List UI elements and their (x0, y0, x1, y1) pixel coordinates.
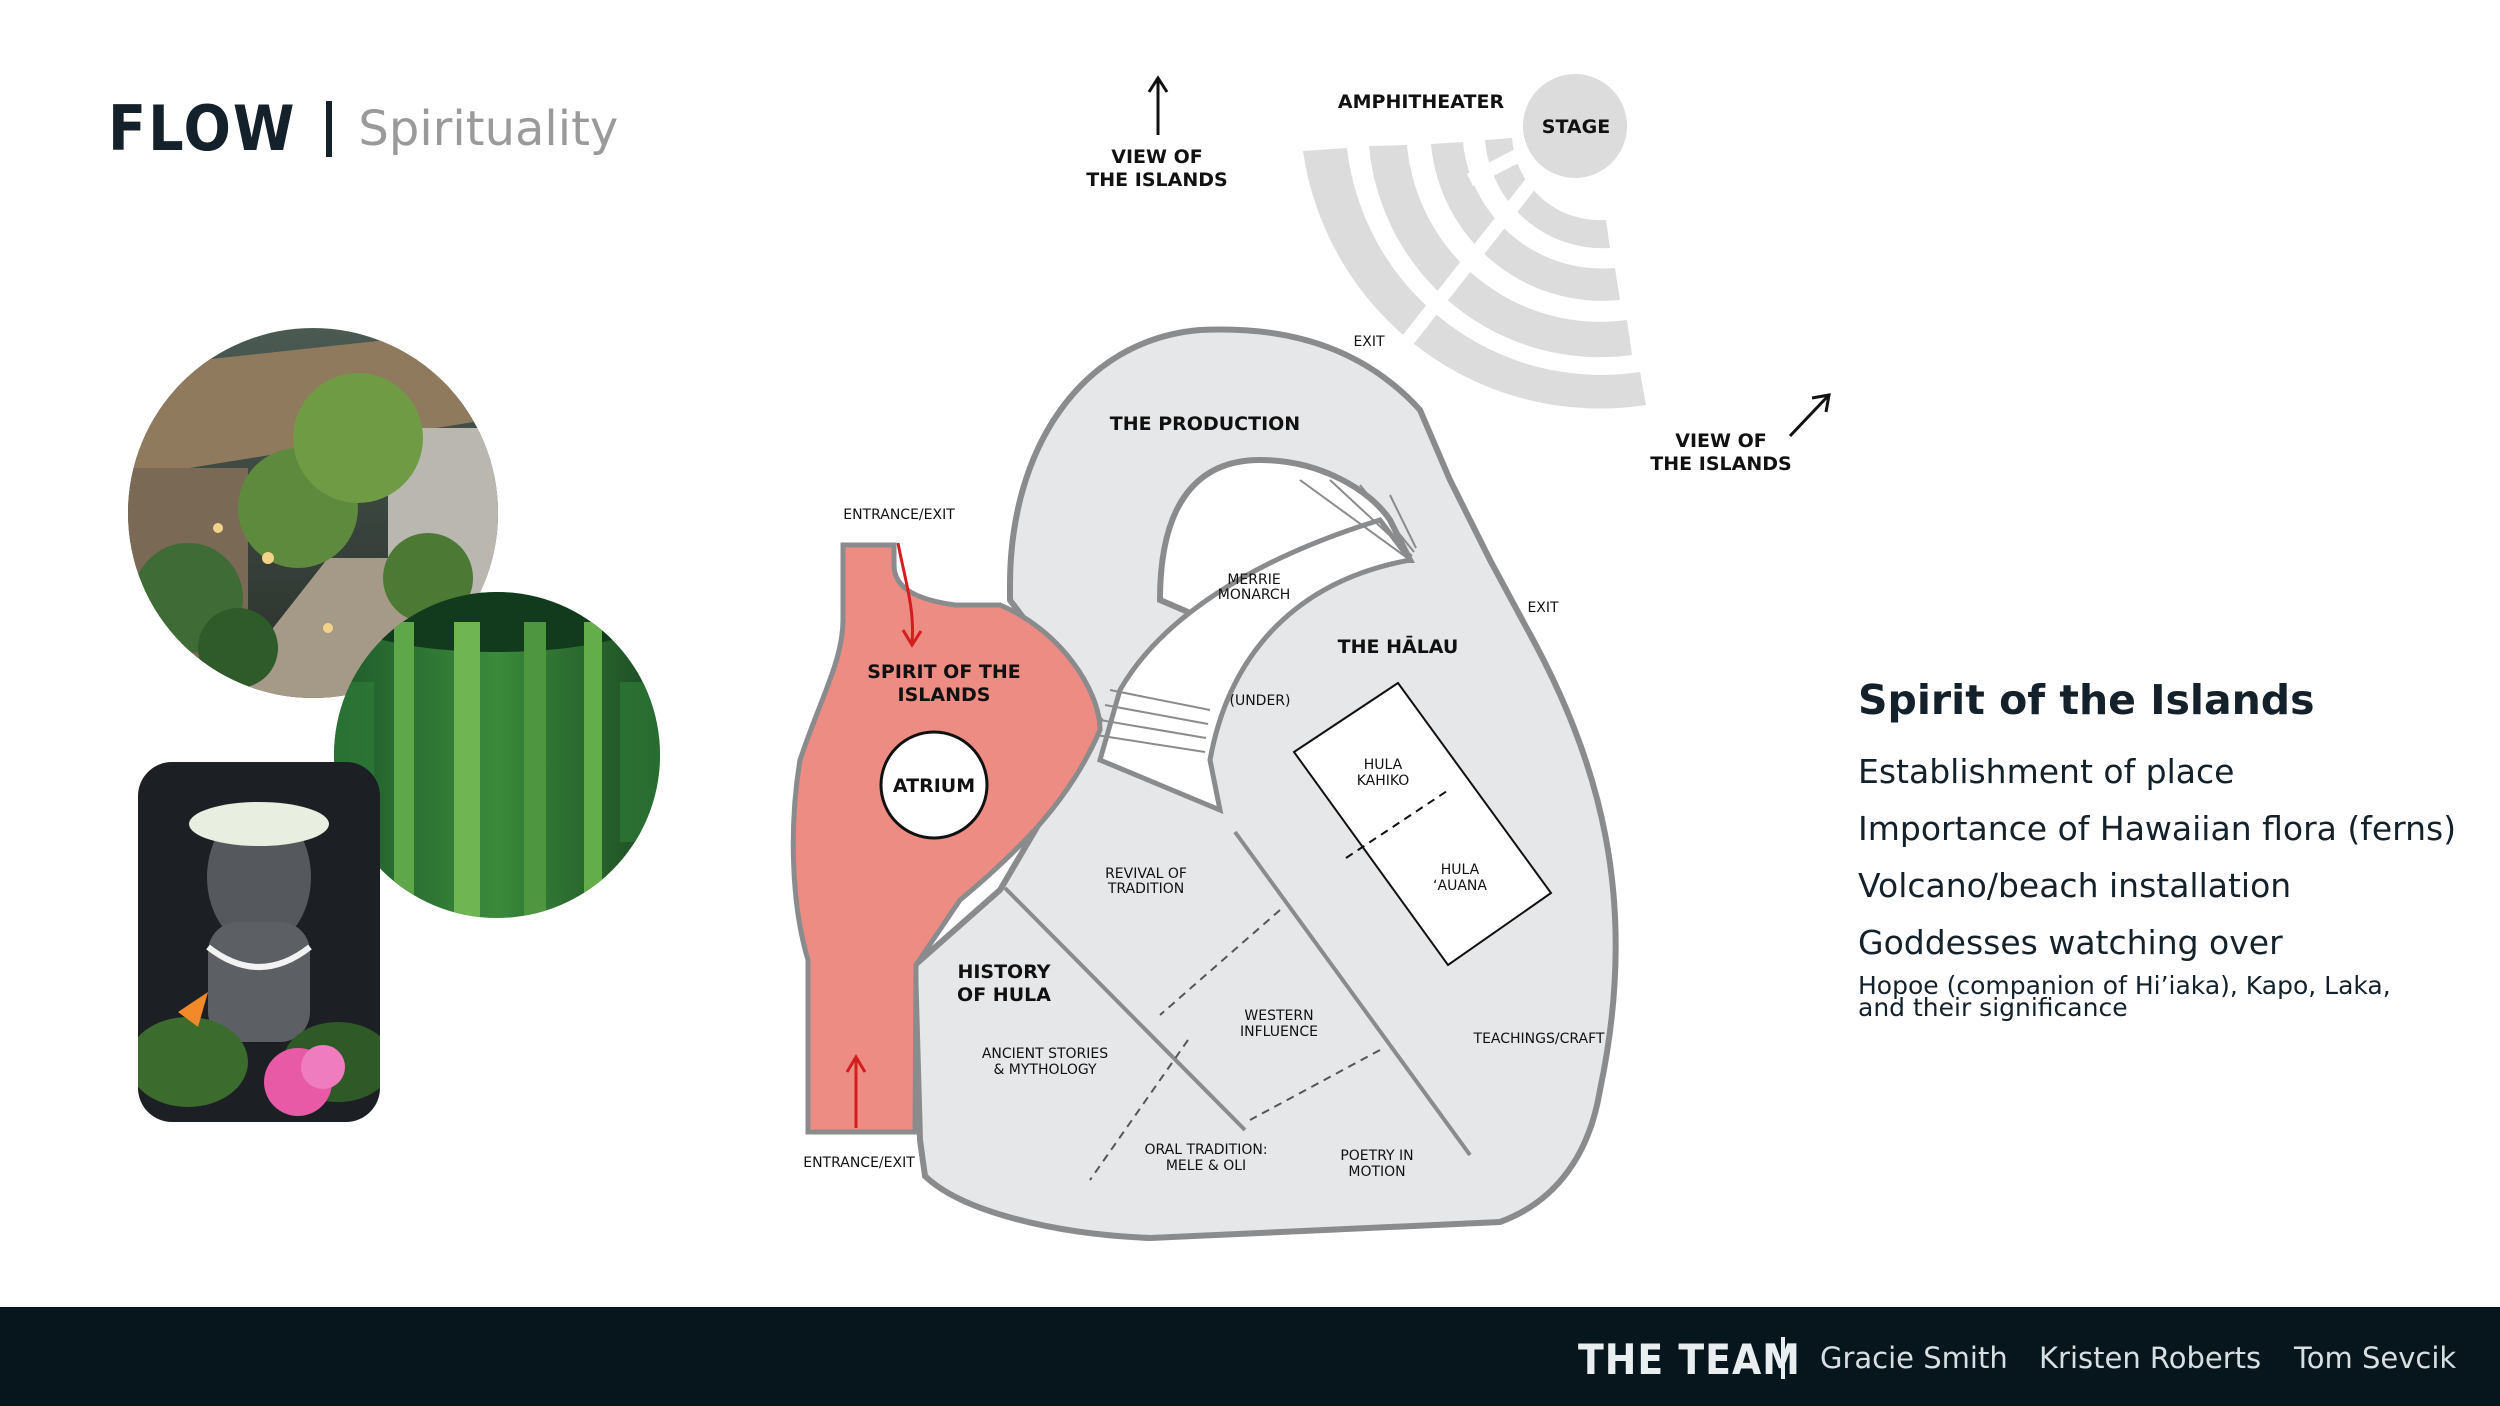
floor-plan-diagram: VIEW OF THE ISLANDS VIEW OF THE ISLANDS … (790, 74, 1831, 1242)
label-atrium: ATRIUM (893, 775, 975, 797)
footer-bar: THE TEAM Gracie Smith Kristen Roberts To… (0, 1307, 2500, 1406)
label-view-right-2: THE ISLANDS (1650, 453, 1791, 475)
label-view-top-2: THE ISLANDS (1086, 169, 1227, 191)
title-divider (326, 100, 333, 157)
team-member: Gracie Smith (1820, 1341, 2008, 1375)
flow-arrow-icon (845, 542, 923, 1128)
footer-divider (1781, 1337, 1785, 1379)
label-entrance-top: ENTRANCE/EXIT (843, 507, 955, 523)
green-wall-photo (334, 592, 660, 918)
view-arrow-icon (1147, 75, 1831, 438)
label-exit-top: EXIT (1353, 334, 1385, 350)
label-under: (UNDER) (1230, 693, 1291, 709)
label-poetry-2: MOTION (1348, 1164, 1405, 1180)
stage-circle (1523, 74, 1627, 178)
label-ancient-2: & MYTHOLOGY (993, 1062, 1097, 1078)
zone-dividers (1003, 830, 1472, 1157)
label-entrance-bottom: ENTRANCE/EXIT (803, 1155, 915, 1171)
team-member: Tom Sevcik (2294, 1341, 2457, 1375)
list-item: Goddesses watching over (1858, 923, 2283, 962)
label-oral-2: MELE & OLI (1166, 1158, 1246, 1174)
label-amphitheater: AMPHITHEATER (1338, 91, 1505, 113)
label-halau: THE HĀLAU (1338, 635, 1459, 658)
title-flow: FLOW (108, 92, 297, 165)
building-outline (911, 326, 1619, 1242)
list-item: Importance of Hawaiian flora (ferns) (1858, 809, 2457, 848)
label-history-2: OF HULA (957, 984, 1051, 1006)
label-kahiko-2: KAHIKO (1357, 773, 1410, 789)
label-poetry-1: POETRY IN (1340, 1148, 1413, 1164)
tiki-statue-photo (138, 762, 380, 1122)
footer-team-label: THE TEAM (1578, 1335, 1801, 1384)
label-view-right-1: VIEW OF (1675, 430, 1766, 452)
label-western-1: WESTERN (1244, 1008, 1313, 1024)
label-auana-2: ʻAUANA (1433, 878, 1487, 894)
label-auana-1: HULA (1441, 862, 1480, 878)
goddess-detail-1: Hopoe (companion of Hi’iaka), Kapo, Laka… (1858, 971, 2391, 1000)
atrium-circle (879, 730, 989, 840)
label-spirit-1: SPIRIT OF THE (867, 661, 1021, 683)
label-merrie-1: MERRIE (1227, 572, 1280, 588)
spirit-description: Spirit of the Islands Establishment of p… (1858, 676, 2478, 1024)
label-view-top-1: VIEW OF (1111, 146, 1202, 168)
label-stage: STAGE (1542, 116, 1610, 138)
goddess-detail-2: and their significance (1858, 993, 2128, 1022)
section-heading: Spirit of the Islands (1858, 676, 2315, 724)
label-western-2: INFLUENCE (1240, 1024, 1318, 1040)
label-history-1: HISTORY (957, 961, 1050, 983)
spirit-of-the-islands-zone (790, 542, 1103, 1135)
label-ancient-1: ANCIENT STORIES (982, 1046, 1108, 1062)
label-production: THE PRODUCTION (1110, 413, 1300, 435)
page-title: FLOW Spirituality (108, 92, 618, 165)
label-revival-1: REVIVAL OF (1105, 866, 1187, 882)
list-item: Volcano/beach installation (1858, 866, 2292, 905)
label-oral-1: ORAL TRADITION: (1144, 1142, 1267, 1158)
label-kahiko-1: HULA (1364, 757, 1403, 773)
label-exit-right: EXIT (1527, 600, 1559, 616)
list-item: Establishment of place (1858, 752, 2235, 791)
label-teachings: TEACHINGS/CRAFT (1473, 1031, 1605, 1047)
team-member: Kristen Roberts (2039, 1341, 2262, 1375)
stair-lines (1095, 479, 1417, 753)
dashed-dividers (1089, 909, 1381, 1181)
label-merrie-2: MONARCH (1218, 587, 1290, 603)
label-spirit-2: ISLANDS (898, 684, 991, 706)
amphitheater-seating (1303, 138, 1646, 409)
label-revival-2: TRADITION (1107, 881, 1184, 897)
halau-floor (1292, 681, 1553, 967)
title-subtitle: Spirituality (358, 100, 619, 157)
